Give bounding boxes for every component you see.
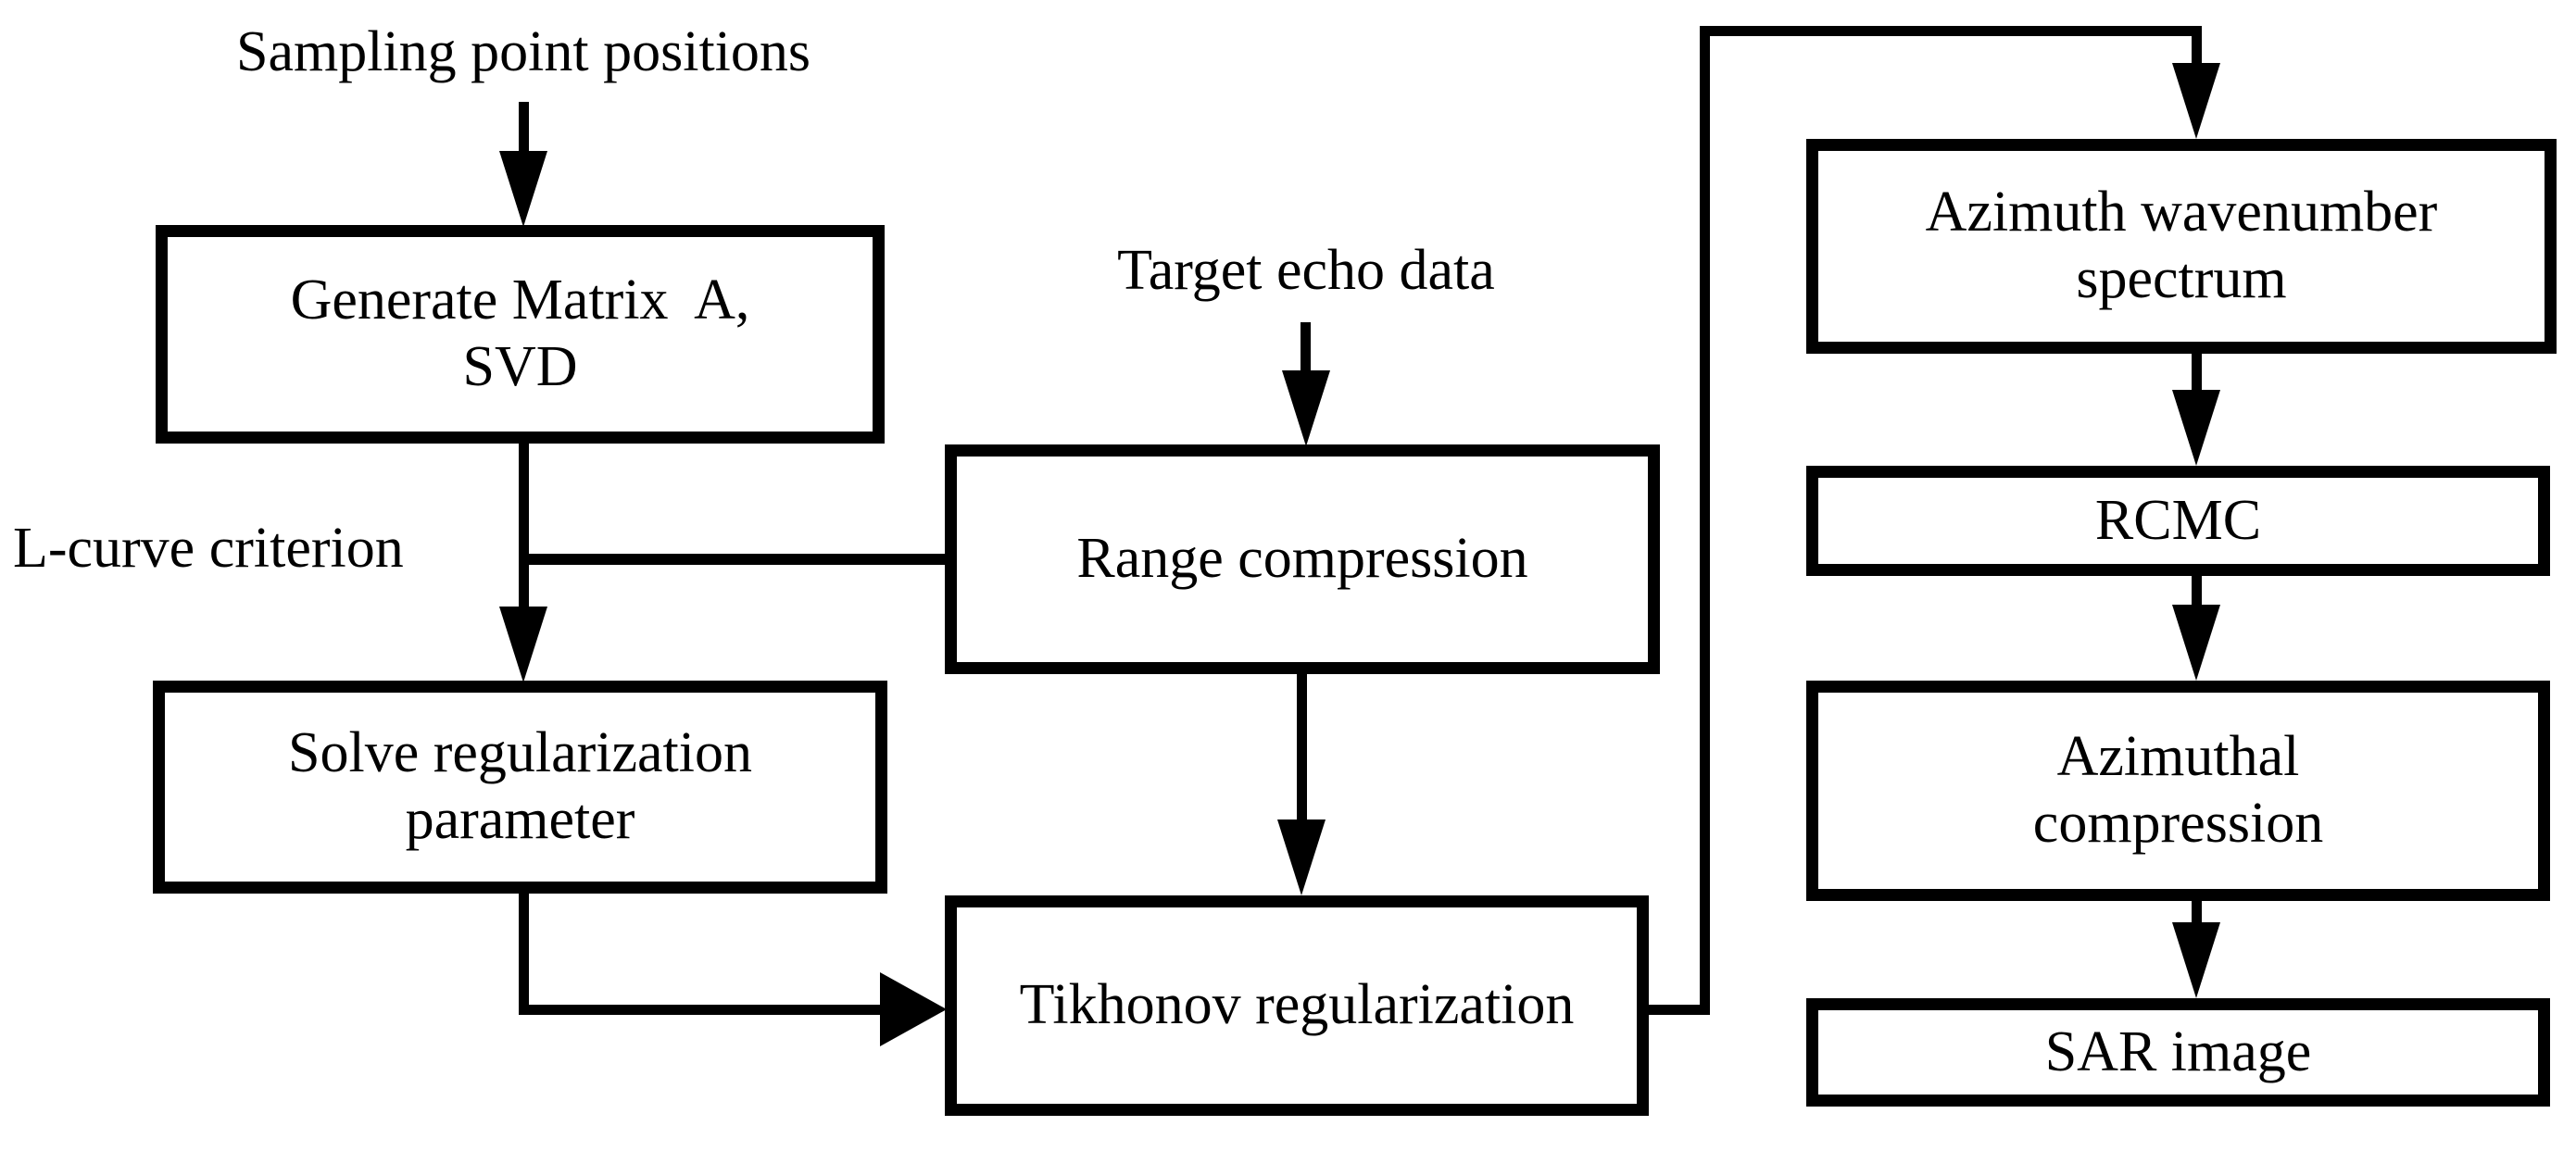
node-generate-matrix-svd: Generate Matrix A, SVD xyxy=(156,225,885,444)
line-feedback-down xyxy=(2192,26,2202,72)
arrowhead-generate-to-solve-icon xyxy=(499,607,547,682)
node-azimuthal-compression-label: Azimuthal compression xyxy=(2032,725,2324,855)
arrowhead-range-to-tikhonov-icon xyxy=(1277,819,1326,895)
node-rcmc-label: RCMC xyxy=(2094,488,2262,552)
arrowhead-azimuthal-to-sar-icon xyxy=(2172,922,2220,998)
line-lcurve-branch-to-range xyxy=(519,554,949,565)
node-solve-regularization-parameter-label: Solve regularization parameter xyxy=(288,721,752,851)
arrowhead-to-azimuth-spectrum-icon xyxy=(2172,63,2220,139)
line-rcmc-to-azimuthal xyxy=(2192,576,2202,615)
line-sampling-to-generate xyxy=(519,102,529,162)
label-target-echo-data: Target echo data xyxy=(1117,239,1495,302)
line-generate-to-solve xyxy=(519,444,529,610)
node-tikhonov-regularization-label: Tikhonov regularization xyxy=(1019,973,1575,1037)
arrowhead-solve-to-tikhonov-icon xyxy=(880,972,947,1046)
node-tikhonov-regularization: Tikhonov regularization xyxy=(945,895,1649,1116)
node-sar-image: SAR image xyxy=(1806,998,2550,1107)
node-solve-regularization-parameter: Solve regularization parameter xyxy=(153,681,887,894)
node-generate-matrix-svd-label: Generate Matrix A, SVD xyxy=(290,269,750,398)
line-solve-right xyxy=(519,1005,882,1015)
line-feedback-top xyxy=(1700,26,2202,36)
label-l-curve-criterion: L-curve criterion xyxy=(13,517,404,580)
line-azimuth-to-rcmc xyxy=(2192,354,2202,402)
node-azimuthal-compression: Azimuthal compression xyxy=(1806,681,2550,901)
arrowhead-target-to-range-icon xyxy=(1282,370,1330,446)
line-tikhonov-right xyxy=(1649,1005,1710,1015)
node-range-compression: Range compression xyxy=(945,444,1660,674)
node-range-compression-label: Range compression xyxy=(1076,527,1528,591)
arrowhead-sampling-to-generate-icon xyxy=(499,151,547,227)
node-azimuth-wavenumber-spectrum: Azimuth wavenumber spectrum xyxy=(1806,139,2557,354)
label-sampling-point-positions: Sampling point positions xyxy=(235,20,811,83)
node-azimuth-wavenumber-spectrum-label: Azimuth wavenumber spectrum xyxy=(1925,181,2438,310)
line-range-to-tikhonov xyxy=(1297,674,1307,824)
arrowhead-azimuth-to-rcmc-icon xyxy=(2172,390,2220,466)
node-rcmc: RCMC xyxy=(1806,466,2550,576)
arrowhead-rcmc-to-azimuthal-icon xyxy=(2172,605,2220,681)
line-target-to-range xyxy=(1301,322,1311,378)
node-sar-image-label: SAR image xyxy=(2044,1020,2312,1083)
line-feedback-vertical xyxy=(1700,26,1710,1015)
line-solve-down xyxy=(519,894,529,1015)
line-azimuthal-to-sar xyxy=(2192,901,2202,933)
